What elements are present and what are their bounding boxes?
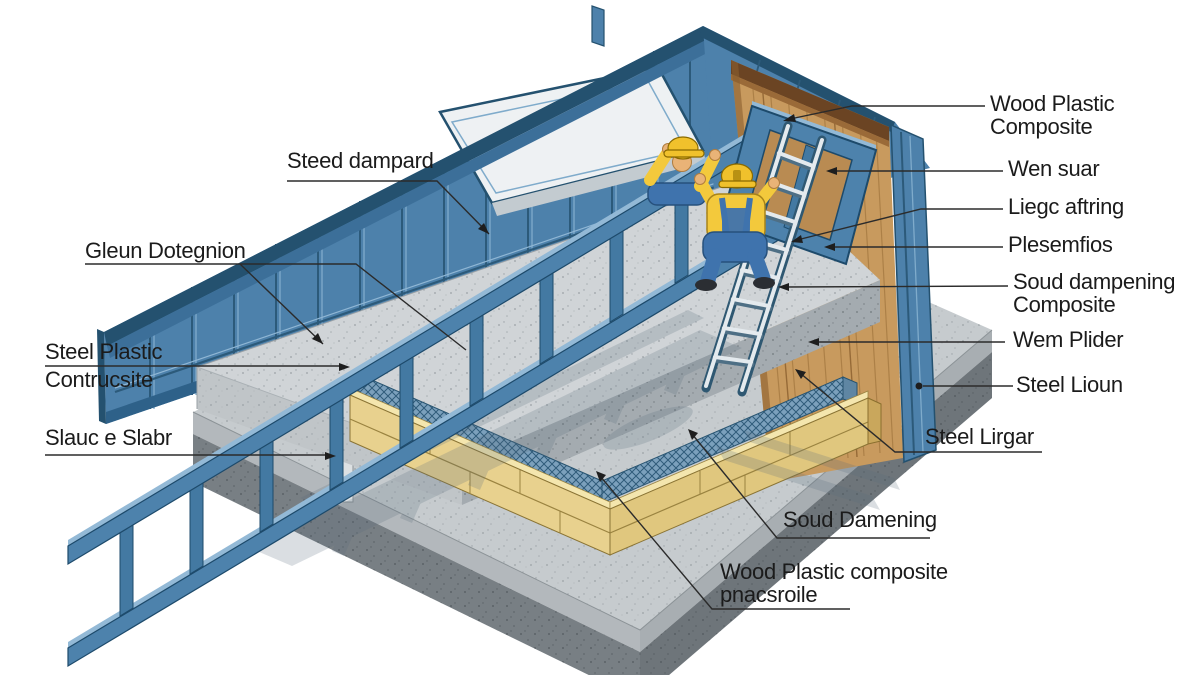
worker2-hat-vent xyxy=(733,170,741,181)
worker-on-ladder xyxy=(694,163,780,291)
leader-lines xyxy=(45,105,1042,610)
leader-steed-dampard xyxy=(287,180,490,235)
worker2-hand xyxy=(768,177,780,189)
worker1-hat-brim xyxy=(663,149,705,158)
label-steel-lirgar: Steel Lirgar xyxy=(925,424,1034,449)
leader-liegc-aftring xyxy=(796,208,1003,241)
leader-pnacsroile xyxy=(599,475,850,610)
sound-dampening-layer xyxy=(355,372,858,504)
panel-top-edge-2 xyxy=(731,74,889,147)
wall-corner-post xyxy=(591,5,605,47)
label-steel-lioun: Steel Lioun xyxy=(1016,372,1123,397)
label-wem-plider: Wem Plider xyxy=(1013,327,1124,352)
worker2-shoe xyxy=(695,279,717,291)
worker2-leg xyxy=(700,248,723,288)
panel-top-edge xyxy=(731,60,889,141)
worker2-shoe xyxy=(753,277,775,289)
wall-end-cap xyxy=(97,329,106,424)
label-soud-damening: Soud Damening xyxy=(783,507,937,532)
wall-top-plate-2 xyxy=(107,40,709,358)
wood-plank-layer xyxy=(349,387,882,556)
worker2-overall-bib xyxy=(722,208,750,234)
worker2-strap xyxy=(719,197,730,237)
worker2-hand xyxy=(694,173,706,185)
label-liegc-aftring: Liegc aftring xyxy=(1008,194,1124,219)
label-slauc-e-slabr: Slauc e Slabr xyxy=(45,425,172,450)
wall-top-plate xyxy=(104,26,706,346)
worker2-leg xyxy=(747,248,771,286)
leader-wood-plastic-composite xyxy=(789,105,985,120)
leader-arrowheads xyxy=(312,114,923,482)
label-wen-suar: Wen suar xyxy=(1008,156,1100,181)
leader-steel-lirgar xyxy=(799,372,1042,453)
label-plesemfios: Plesemfios xyxy=(1008,232,1113,257)
leader-gleun-dotegnion-branch xyxy=(239,263,324,345)
label-gleun-dotegnion: Gleun Dotegnion xyxy=(85,238,246,263)
worker2-hat-brim xyxy=(718,180,757,189)
label-steed-dampard: Steed dampard xyxy=(287,148,434,173)
leader-soud-damening xyxy=(691,433,930,539)
leader-soud-dampening-composite xyxy=(783,285,1009,288)
leader-gleun-dotegnion xyxy=(85,263,467,351)
worker1-hand xyxy=(709,149,721,161)
worker2-strap xyxy=(742,197,753,237)
